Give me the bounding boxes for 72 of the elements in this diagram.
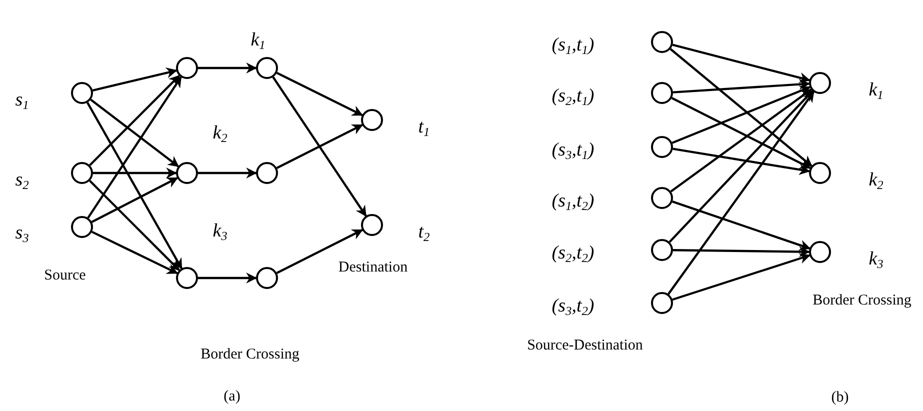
arrow	[91, 230, 178, 274]
arrow	[672, 148, 810, 176]
node-label: t$_{2}$	[418, 222, 430, 242]
arrow	[89, 75, 180, 166]
arrow	[198, 168, 258, 178]
node-label: (s$_{2}$,t$_{2}$)	[552, 244, 594, 262]
arrow	[89, 180, 180, 271]
row-label: k$_{1}$	[250, 30, 266, 50]
arrow	[276, 228, 364, 274]
arrow	[276, 72, 364, 116]
arrow	[670, 48, 812, 167]
circle-node	[256, 162, 278, 184]
node-label: t$_{1}$	[418, 118, 430, 136]
circle-node	[256, 57, 278, 79]
arrow	[90, 98, 180, 168]
node-label: (s$_{1}$,t$_{1}$)	[552, 36, 594, 54]
node-label: s$_{2}$	[15, 170, 29, 190]
circle-node	[809, 241, 831, 263]
arrow	[672, 200, 811, 250]
circle-node	[176, 267, 198, 289]
circle-node	[71, 82, 93, 104]
node-label: (s$_{1}$,t$_{2}$)	[552, 192, 594, 210]
circle-node	[651, 136, 673, 158]
arrow	[672, 78, 810, 94]
arrow	[87, 76, 182, 218]
caption-text: (b)	[831, 390, 849, 406]
node-label: (s$_{3}$,t$_{1}$)	[552, 140, 594, 160]
caption-text: Border Crossing	[200, 348, 300, 362]
circle-node	[809, 162, 831, 184]
arrow	[198, 62, 258, 74]
circle-node	[651, 187, 673, 209]
circle-node	[71, 216, 93, 238]
arrow	[272, 76, 367, 217]
arrow	[93, 168, 178, 178]
arrow	[670, 88, 812, 192]
arrow	[86, 102, 183, 270]
node-label: k$_{3}$	[868, 250, 884, 268]
arrow	[672, 253, 811, 301]
arrow	[671, 96, 812, 170]
arrow	[198, 272, 258, 284]
caption-text: Source	[44, 268, 86, 284]
arrow	[672, 246, 810, 258]
caption-text: Destination	[338, 260, 408, 276]
arrow	[668, 90, 814, 243]
circle-node	[809, 72, 831, 94]
circle-node	[256, 267, 278, 289]
node-label: s$_{1}$	[15, 90, 29, 110]
node-label: s$_{3}$	[15, 224, 29, 242]
arrow	[672, 86, 811, 144]
row-label: k$_{2}$	[212, 124, 228, 142]
arrow	[91, 177, 178, 223]
circle-node	[361, 109, 383, 131]
circle-node	[361, 214, 383, 236]
circle-node	[176, 162, 198, 184]
caption-text: Source-Destination	[527, 338, 643, 354]
circle-node	[651, 292, 673, 314]
caption-text: Border Crossing	[812, 294, 912, 308]
node-label: k$_{1}$	[868, 80, 884, 100]
row-label: k$_{3}$	[212, 222, 228, 240]
circle-node	[71, 162, 93, 184]
circle-node	[651, 239, 673, 261]
node-label: (s$_{3}$,t$_{2}$)	[552, 296, 594, 316]
node-label: k$_{2}$	[868, 170, 884, 190]
node-label: (s$_{2}$,t$_{1}$)	[552, 86, 594, 106]
caption-text: (a)	[224, 390, 240, 404]
circle-node	[651, 31, 673, 53]
arrow	[276, 124, 364, 170]
arrow	[668, 91, 814, 295]
circle-node	[651, 82, 673, 104]
circle-node	[176, 57, 198, 79]
arrow	[672, 44, 810, 84]
arrow	[92, 68, 178, 92]
